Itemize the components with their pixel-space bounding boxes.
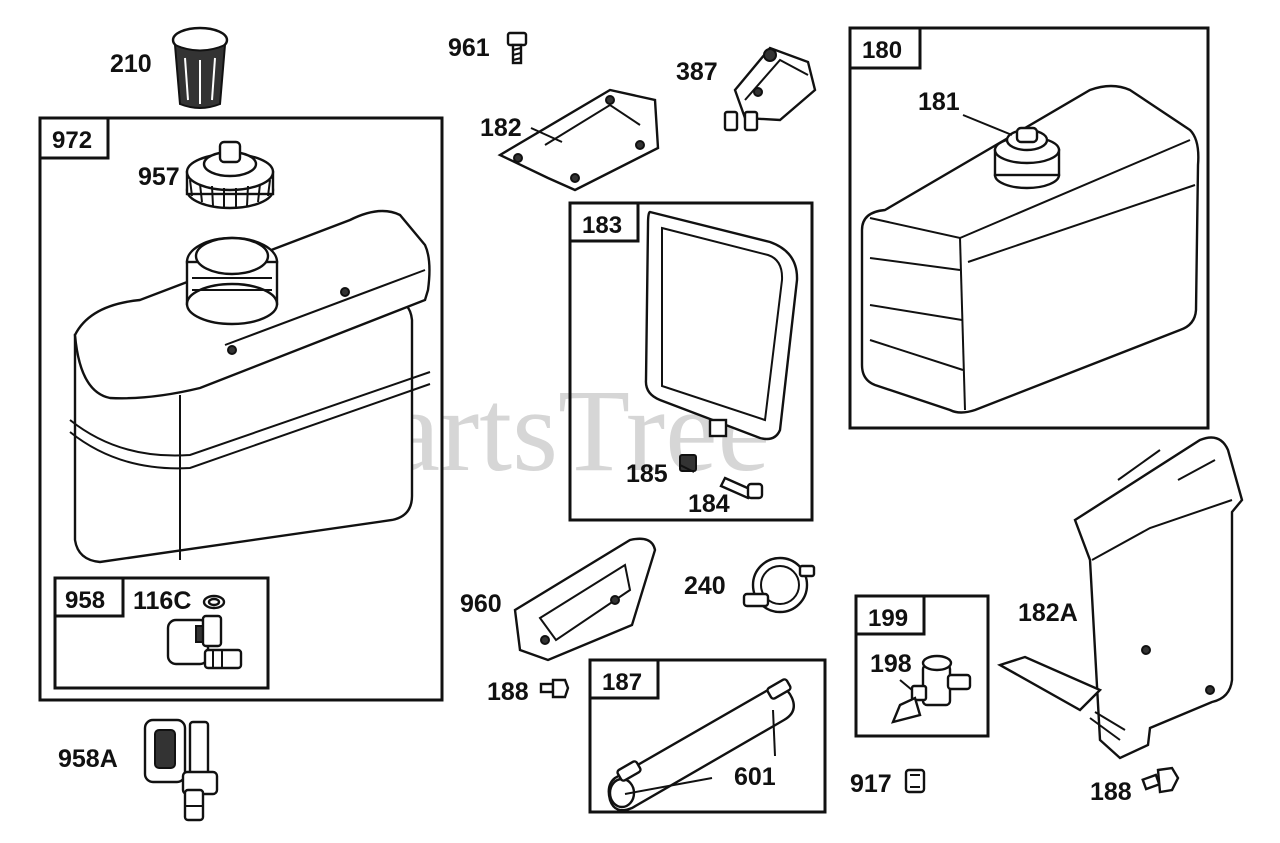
box-183-group[interactable]: 183 — [568, 201, 814, 522]
bracket-960[interactable] — [513, 537, 657, 662]
fuel-tank-180[interactable] — [860, 84, 1200, 414]
shutoff-valve-958[interactable] — [166, 594, 243, 670]
tank-strap-183[interactable] — [644, 210, 799, 441]
box-183-frame — [568, 201, 814, 522]
clip-917[interactable] — [904, 768, 926, 794]
part-label-958A[interactable]: 958A — [58, 745, 118, 773]
part-label-185[interactable]: 185 — [626, 460, 668, 488]
box-183-tab — [568, 201, 640, 243]
fuel-cap-957[interactable] — [185, 140, 275, 210]
bolt-961[interactable] — [506, 31, 528, 65]
fuel-pump-387[interactable] — [723, 46, 817, 132]
part-label-961[interactable]: 961 — [448, 34, 490, 62]
box-180-group[interactable]: 180 — [848, 26, 1210, 430]
box-972-label: 972 — [52, 127, 92, 154]
box-972-group[interactable]: 972 — [38, 116, 444, 702]
screw-184[interactable] — [719, 476, 764, 500]
bracket-182[interactable] — [497, 88, 660, 192]
bolt-188-a[interactable] — [539, 678, 570, 699]
part-label-601[interactable]: 601 — [734, 763, 776, 791]
part-label-116C[interactable]: 116C — [133, 587, 191, 615]
part-label-188-a[interactable]: 188 — [487, 678, 529, 706]
box-187-frame — [588, 658, 827, 814]
box-972-frame — [38, 116, 444, 702]
part-label-182A[interactable]: 182A — [1018, 599, 1078, 627]
part-label-387[interactable]: 387 — [676, 58, 718, 86]
part-label-182[interactable]: 182 — [480, 114, 522, 142]
fuel-strainer-210[interactable] — [171, 26, 229, 109]
part-label-181[interactable]: 181 — [918, 88, 960, 116]
fuel-tank-972[interactable] — [69, 209, 431, 564]
part-label-960[interactable]: 960 — [460, 590, 502, 618]
part-label-917[interactable]: 917 — [850, 770, 892, 798]
box-187-label: 187 — [602, 669, 642, 696]
box-972-tab — [38, 116, 110, 160]
box-958-frame — [53, 576, 270, 690]
box-958-group[interactable]: 958 — [53, 576, 270, 690]
box-958-tab — [53, 576, 125, 618]
part-label-184[interactable]: 184 — [688, 490, 730, 518]
box-180-label: 180 — [862, 37, 902, 64]
box-180-frame — [848, 26, 1210, 430]
part-label-957[interactable]: 957 — [138, 163, 180, 191]
box-183-label: 183 — [582, 212, 622, 239]
box-199-label: 199 — [868, 605, 908, 632]
box-180-tab — [848, 26, 922, 70]
box-199-tab — [854, 594, 926, 636]
part-label-210[interactable]: 210 — [110, 50, 152, 78]
box-199-group[interactable]: 199 — [854, 594, 990, 738]
leader-lines — [530, 114, 1013, 795]
box-958-label: 958 — [65, 587, 105, 614]
part-label-188-b[interactable]: 188 — [1090, 778, 1132, 806]
box-187-tab — [588, 658, 660, 700]
box-187-group[interactable]: 187 — [588, 658, 827, 814]
shutoff-valve-958A[interactable] — [143, 718, 219, 822]
fuel-filter-240[interactable] — [742, 556, 816, 614]
part-label-198[interactable]: 198 — [870, 650, 912, 678]
shutoff-valve-198[interactable] — [890, 654, 972, 724]
bracket-182A[interactable] — [997, 436, 1244, 760]
part-label-240[interactable]: 240 — [684, 572, 726, 600]
bolt-188-b[interactable] — [1141, 766, 1180, 794]
